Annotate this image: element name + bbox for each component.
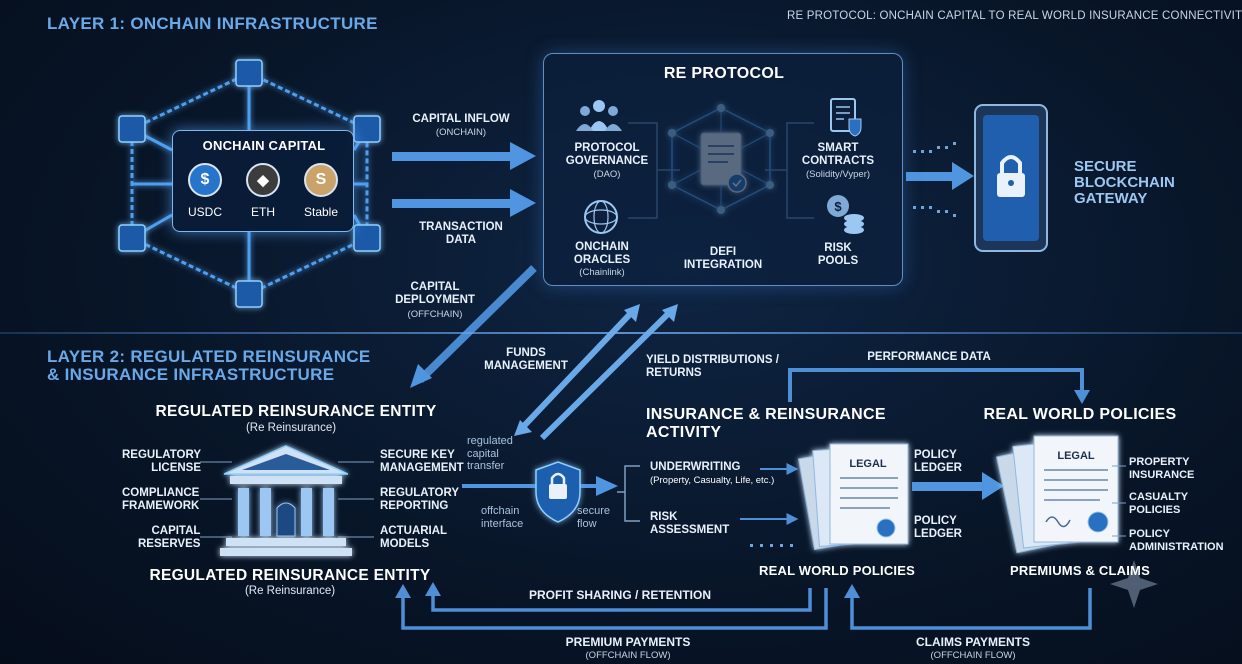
capital-reserves-label: CAPITAL RESERVES [138,525,201,551]
usdc-coin-icon: $ [188,163,222,197]
capital-deployment-arrow [410,265,537,388]
policy-administration-label: POLICY ADMINISTRATION [1129,528,1224,553]
offchain-interface-label: offchain interface [481,505,524,530]
defi-integration-label: DEFI INTEGRATION [683,246,763,272]
claims-payments-label: CLAIMS PAYMENTS [915,635,1031,649]
policy-ledger-bottom-label: POLICY LEDGER [914,515,962,541]
gateway-arrow [906,142,974,217]
real-world-policies-caption: REAL WORLD POLICIES [759,563,915,578]
underwriting-sublabel: (Property, Casualty, Life, etc.) [650,475,775,486]
secure-lock-icon [535,461,581,523]
capital-deployment-label: CAPITAL DEPLOYMENT [395,281,475,307]
re-protocol-title: RE PROTOCOL [663,65,785,82]
oracles-label: ONCHAIN ORACLES [573,241,631,267]
smart-contracts-sublabel: (Solidity/Vyper) [805,169,871,180]
premium-payments-arrow [395,584,828,630]
entity-bottom-subtitle: (Re Reinsurance) [244,585,336,597]
capital-inflow-sublabel: (ONCHAIN) [435,127,487,138]
blockchain-gateway-tablet-icon [974,104,1048,252]
governance-people-icon [576,100,622,131]
token-label-usdc: USDC [187,205,223,219]
legal-stamp-right: LEGAL [1057,450,1095,462]
legal-stamp-left: LEGAL [849,458,887,470]
risk-assessment-label: RISK ASSESSMENT [650,511,730,537]
premium-payments-sublabel: (OFFCHAIN FLOW) [585,650,671,661]
policy-ledger-top-label: POLICY LEDGER [914,449,962,475]
regulated-transfer-label: regulated capital transfer [467,435,513,473]
actuarial-models-label: ACTUARIAL MODELS [380,525,448,551]
risk-pool-coins-icon: $ [827,195,864,234]
chain-node-icon [118,224,146,252]
layer2-title: LAYER 2: REGULATED REINSURANCE & INSURAN… [47,347,371,384]
funds-management-arrow [514,304,640,436]
capital-inflow-label: CAPITAL INFLOW [412,113,510,125]
premiums-claims-caption: PREMIUMS & CLAIMS [1010,563,1150,578]
chain-node-icon [235,59,263,87]
legal-document-stack-icon [797,443,909,551]
svg-text:$: $ [834,199,842,214]
secure-key-management-label: SECURE KEY MANAGEMENT [380,449,464,475]
capital-deployment-sublabel: (OFFCHAIN) [407,309,463,320]
stable-coin-icon: S [304,163,338,197]
sparkle-icon [1110,560,1158,608]
performance-data-arrow [788,368,1090,404]
token-label-stable: Stable [303,205,339,219]
transaction-data-label: TRANSACTION DATA [419,221,503,247]
profit-sharing-arrow [425,582,812,612]
chain-node-icon [235,280,263,308]
entity-bottom-title: REGULATED REINSURANCE ENTITY [149,567,431,584]
chain-node-icon [353,224,381,252]
claims-payments-sublabel: (OFFCHAIN FLOW) [930,650,1016,661]
regulatory-license-label: REGULATORY LICENSE [122,449,202,475]
real-world-policies-title: REAL WORLD POLICIES [983,406,1177,423]
entity-subtitle: (Re Reinsurance) [245,422,337,434]
performance-data-label: PERFORMANCE DATA [867,351,991,363]
governance-sublabel: (DAO) [593,169,621,180]
chain-node-icon [353,115,381,143]
property-insurance-label: PROPERTY INSURANCE [1129,456,1195,481]
underwriting-label: UNDERWRITING [650,461,741,473]
diagram-subtitle: RE PROTOCOL: ONCHAIN CAPITAL TO REAL WOR… [787,10,1242,22]
governance-label: PROTOCOL GOVERNANCE [565,142,649,168]
onchain-capital-title: ONCHAIN CAPITAL [202,138,326,153]
regulatory-reporting-label: REGULATORY REPORTING [380,487,460,513]
oracle-network-icon [584,200,618,234]
yield-distributions-label: YIELD DISTRIBUTIONS / RETURNS [646,354,779,380]
eth-coin-icon: ◆ [246,163,280,197]
bank-building-icon [220,445,352,556]
premium-payments-label: PREMIUM PAYMENTS [565,635,691,649]
oracles-sublabel: (Chainlink) [579,267,625,278]
claims-payments-arrow [844,584,1092,630]
funds-management-label: FUNDS MANAGEMENT [484,347,568,373]
secure-gateway-label: SECURE BLOCKCHAIN GATEWAY [1074,158,1175,207]
compliance-framework-label: COMPLIANCE FRAMEWORK [122,487,200,513]
profit-sharing-label: PROFIT SHARING / RETENTION [528,588,712,602]
layer1-title: LAYER 1: ONCHAIN INFRASTRUCTURE [47,14,378,33]
transaction-data-arrow [392,189,536,217]
risk-pools-label: RISK POOLS [817,242,859,268]
token-label-eth: ETH [251,205,275,219]
secure-flow-label: secure flow [577,505,611,530]
smart-contract-icon [830,98,862,137]
onchain-capital-panel: ONCHAIN CAPITAL $ ◆ S USDC ETH Stable [172,130,354,232]
policy-ledger-arrow [912,472,1004,500]
activity-title: INSURANCE & REINSURANCE ACTIVITY [646,406,886,441]
entity-title: REGULATED REINSURANCE ENTITY [155,403,437,420]
casualty-policies-label: CASUALTY POLICIES [1129,491,1189,516]
legal-policy-stack-icon [996,435,1119,554]
re-protocol-panel: RE PROTOCOL PROTOCOL GOVERNANCE (DAO) ON… [543,53,903,286]
capital-inflow-arrow [392,142,536,170]
chain-node-icon [118,115,146,143]
smart-contracts-label: SMART CONTRACTS [801,142,875,168]
layer-divider [0,332,1242,334]
